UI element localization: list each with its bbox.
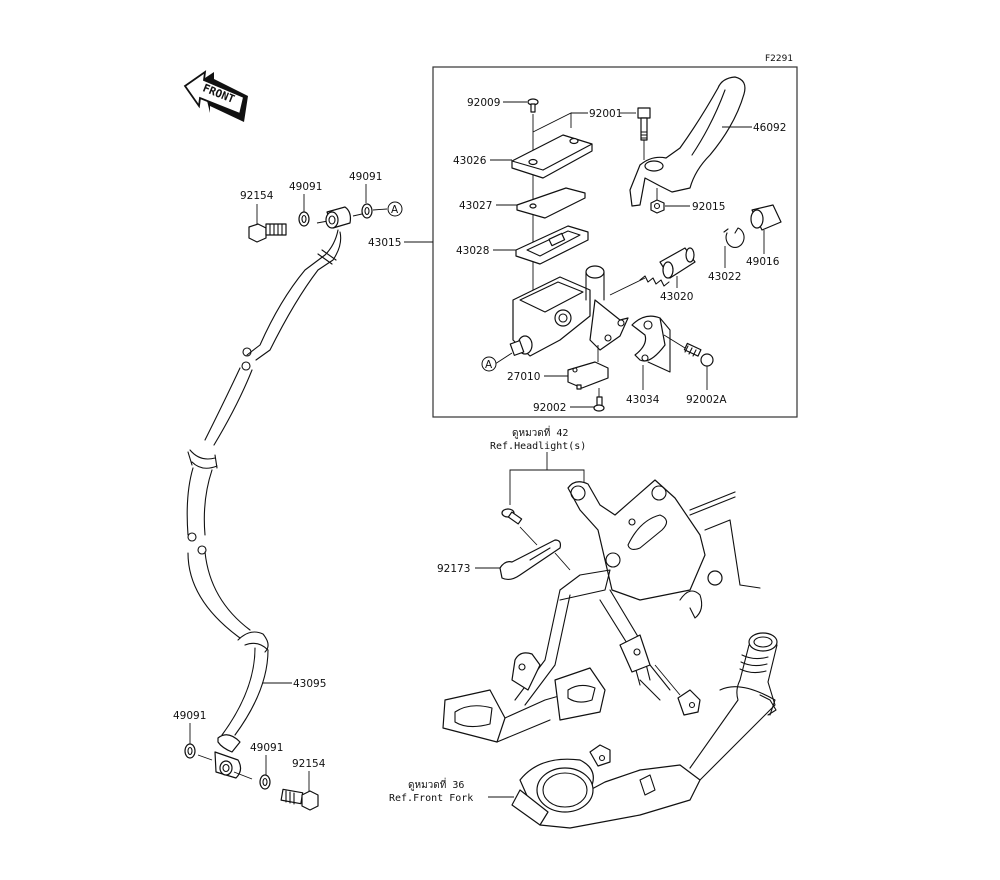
ref-headlight-en: Ref.Headlight(s) [490,441,586,452]
connector-a-label-top: A [391,204,399,216]
label-92015: 92015 [692,201,725,213]
part-92002-screw[interactable] [593,396,605,412]
label-46092: 46092 [753,122,786,134]
label-49091-bottom-a: 49091 [173,710,206,722]
part-43020-piston[interactable] [609,247,696,296]
part-49016-boot[interactable] [750,204,782,231]
part-92009-screw[interactable] [527,98,539,113]
part-49091-washer-top-a[interactable] [298,211,310,227]
label-92002A: 92002A [686,394,727,406]
hose-top-banjo-fitting[interactable] [325,206,352,229]
steering-stem-lower-bracket [511,632,778,829]
label-92173: 92173 [437,563,470,575]
part-43022-circlip[interactable] [723,227,745,248]
label-92154-top: 92154 [240,190,274,202]
label-43026: 43026 [453,155,487,167]
figure-code: F2291 [765,54,793,64]
label-92001: 92001 [589,108,622,120]
label-43022: 43022 [708,271,741,283]
part-92002a-bolt[interactable] [683,342,714,367]
connector-a-marker-top [387,201,403,217]
part-bracket-bolt[interactable] [501,508,523,525]
part-49091-washer-top-b[interactable] [361,203,373,219]
part-43026-reservoir-cap[interactable] [511,134,593,179]
assembly-label-43015: 43015 [368,237,401,249]
label-43027: 43027 [459,200,492,212]
label-49091-top-a: 49091 [289,181,322,193]
label-49091-bottom-b: 49091 [250,742,283,754]
part-92001-pivot-bolt[interactable] [637,107,651,141]
part-46092-brake-lever[interactable] [629,76,746,207]
part-49091-washer-bottom-a[interactable] [184,743,196,759]
part-92154-banjo-bolt-top[interactable] [248,223,287,243]
part-92015-nut[interactable] [650,199,665,214]
part-43028-diaphragm[interactable] [515,225,589,265]
ref-front-fork-thai: ดูหมวดที่ 36 [408,777,464,791]
label-92002: 92002 [533,402,566,414]
label-92154-bottom: 92154 [292,758,326,770]
part-27010-brake-switch[interactable] [567,361,609,390]
master-cylinder-body[interactable] [509,265,629,357]
label-49016: 49016 [746,256,780,268]
ref-front-fork-en: Ref.Front Fork [389,793,473,804]
label-43028: 43028 [456,245,489,257]
part-49091-washer-bottom-b[interactable] [259,774,271,790]
hose-bottom-banjo-fitting[interactable] [214,751,242,779]
part-92173-clamp[interactable] [499,539,562,581]
label-43034: 43034 [626,394,660,406]
front-arrow-icon: FRONT [183,70,248,122]
connector-a-label-bottom: A [485,359,493,371]
headlight-bracket [442,479,761,743]
label-27010: 27010 [507,371,540,383]
label-92009: 92009 [467,97,500,109]
connector-a-marker-bottom [481,356,497,372]
label-43020: 43020 [660,291,693,303]
label-49091-top-b: 49091 [349,171,382,183]
part-43027-plate[interactable] [516,187,586,219]
label-43095: 43095 [293,678,326,690]
part-92154-banjo-bolt-bottom[interactable] [280,788,319,811]
part-43034-holder[interactable] [631,315,671,373]
part-43095-brake-hose[interactable] [186,229,342,753]
ref-headlight-thai: ดูหมวดที่ 42 [512,425,568,439]
